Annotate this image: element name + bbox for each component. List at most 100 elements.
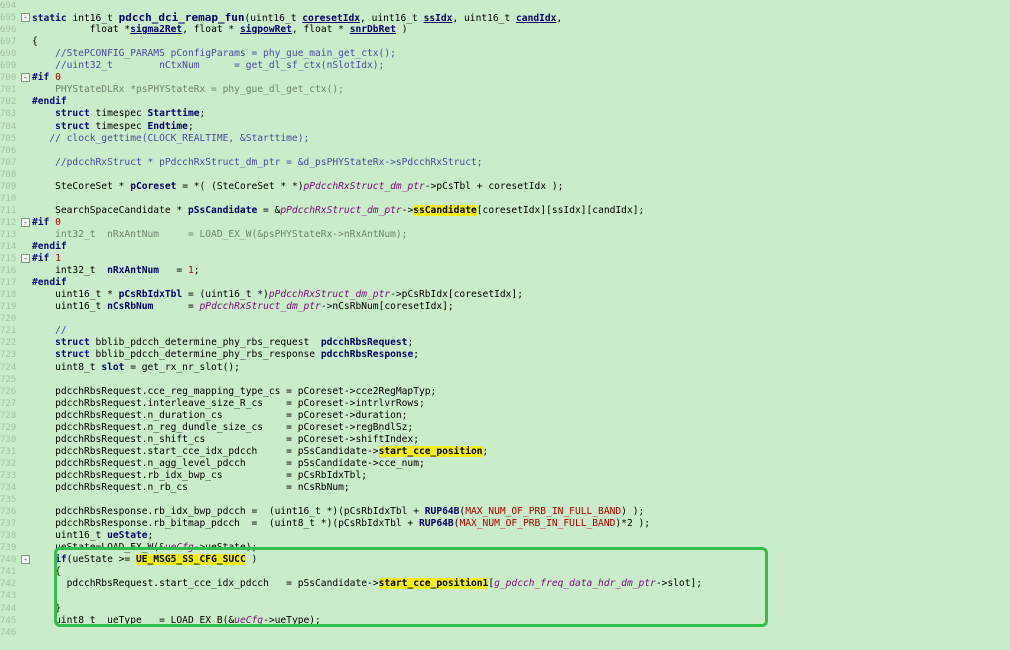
code-line[interactable]: 703 struct timespec Starttime; <box>0 108 1010 120</box>
code-line[interactable]: 746 <box>0 627 1010 639</box>
fold-toggle-icon[interactable]: - <box>21 254 30 264</box>
code-token: int32_t nRxAntNum = LOAD_EX_W(&psPHYStat… <box>32 228 408 240</box>
code-text: uint16_t * pCsRbIdxTbl = (uint16_t *)pPd… <box>32 289 523 301</box>
code-token: = <box>153 301 200 313</box>
code-line[interactable]: 707 //pdcchRxStruct * pPdcchRxStruct_dm_… <box>0 157 1010 169</box>
code-line[interactable]: 710 <box>0 193 1010 205</box>
code-token: #if <box>32 253 56 265</box>
code-line[interactable]: 714#endif <box>0 241 1010 253</box>
line-number: 741 <box>0 567 17 578</box>
line-number: 745 <box>0 615 17 626</box>
code-line[interactable]: 700-#if 0 <box>0 72 1010 84</box>
code-token: { <box>32 36 38 48</box>
code-line[interactable]: 709 SteCoreSet * pCoreset = *( (SteCoreS… <box>0 181 1010 193</box>
code-text: pdcchRbsRequest.start_cce_idx_pdcch = pS… <box>32 445 488 458</box>
code-line[interactable]: 726 pdcchRbsRequest.cce_reg_mapping_type… <box>0 386 1010 398</box>
code-token: , uint16_t <box>360 13 424 25</box>
code-line[interactable]: 701 PHYStateDLRx *psPHYStateRx = phy_gue… <box>0 84 1010 96</box>
code-line[interactable]: 706 <box>0 145 1010 157</box>
line-number: 715 <box>0 254 17 265</box>
code-text: //pdcchRxStruct * pPdcchRxStruct_dm_ptr … <box>32 157 482 169</box>
code-line[interactable]: 713 int32_t nRxAntNum = LOAD_EX_W(&psPHY… <box>0 229 1010 241</box>
code-line[interactable]: 735 <box>0 494 1010 506</box>
code-line[interactable]: 695-static int16_t pdcch_dci_remap_fun(u… <box>0 12 1010 25</box>
code-text: struct timespec Starttime; <box>32 108 205 120</box>
code-line[interactable]: 736 pdcchRbsResponse.rb_idx_bwp_pdcch = … <box>0 506 1010 518</box>
code-token: ; <box>193 265 200 277</box>
code-line[interactable]: 741 { <box>0 566 1010 578</box>
code-line[interactable]: 725 <box>0 374 1010 386</box>
code-line[interactable]: 721 // <box>0 325 1010 337</box>
code-line[interactable]: 719 uint16_t nCsRbNum = pPdcchRxStruct_d… <box>0 301 1010 313</box>
code-line[interactable]: 731 pdcchRbsRequest.start_cce_idx_pdcch … <box>0 445 1010 458</box>
code-line[interactable]: 720 <box>0 313 1010 325</box>
code-token: ssCandidate <box>413 204 477 216</box>
code-line[interactable]: 715-#if 1 <box>0 253 1010 265</box>
line-number: 717 <box>0 278 17 289</box>
code-text: SteCoreSet * pCoreset = *( (SteCoreSet *… <box>32 181 563 193</box>
code-line[interactable]: 708 <box>0 169 1010 181</box>
line-number: 746 <box>0 627 17 638</box>
code-line[interactable]: 740- if(ueState >= UE_MSG5_SS_CFG_SUCC ) <box>0 554 1010 566</box>
code-token: 0 <box>55 72 61 84</box>
code-text: #endif <box>32 96 67 108</box>
fold-toggle-icon[interactable]: - <box>21 73 30 83</box>
code-line[interactable]: 733 pdcchRbsRequest.rb_idx_bwp_cs = pCsR… <box>0 470 1010 482</box>
code-token: if <box>55 554 67 566</box>
code-line[interactable]: 734 pdcchRbsRequest.n_rb_cs = nCsRbNum; <box>0 482 1010 494</box>
code-line[interactable]: 702#endif <box>0 96 1010 108</box>
code-line[interactable]: 698 //StePCONFIG_PARAMS pConfigParams = … <box>0 48 1010 60</box>
code-text: PHYStateDLRx *psPHYStateRx = phy_gue_dl_… <box>32 84 344 96</box>
code-text: uint16_t nCsRbNum = pPdcchRxStruct_dm_pt… <box>32 301 454 313</box>
code-line[interactable]: 745 uint8_t ueType = LOAD_EX_B(&ueCfg->u… <box>0 615 1010 627</box>
code-line[interactable]: 742 pdcchRbsRequest.start_cce_idx_pdcch … <box>0 578 1010 590</box>
code-token: ->ueType); <box>263 614 321 626</box>
code-text: { <box>32 36 38 48</box>
code-token: ->pCsTbl + coresetIdx ); <box>424 180 564 192</box>
code-line[interactable]: 744 } <box>0 603 1010 615</box>
code-line[interactable]: 729 pdcchRbsRequest.n_reg_dundle_size_cs… <box>0 422 1010 434</box>
code-token: ) <box>245 554 258 566</box>
code-token: [coresetIdx][ssIdx][candIdx]; <box>476 204 645 216</box>
code-token: , float * <box>291 24 350 36</box>
code-token: uint8_t ueType = LOAD_EX_B(& <box>32 614 235 626</box>
code-line[interactable]: 732 pdcchRbsRequest.n_agg_level_pdcch = … <box>0 458 1010 470</box>
code-line[interactable]: 723 struct bblib_pdcch_determine_phy_rbs… <box>0 349 1010 361</box>
code-line[interactable]: 716 int32_t nRxAntNum = 1; <box>0 265 1010 277</box>
code-line[interactable]: 694 <box>0 0 1010 12</box>
code-line[interactable]: 722 struct bblib_pdcch_determine_phy_rbs… <box>0 337 1010 349</box>
code-token: coresetIdx <box>302 13 361 25</box>
code-line[interactable]: 728 pdcchRbsRequest.n_duration_cs = pCor… <box>0 410 1010 422</box>
code-token: start_cce_position <box>378 445 483 457</box>
code-line[interactable]: 705 // clock_gettime(CLOCK_REALTIME, &St… <box>0 133 1010 145</box>
line-number: 742 <box>0 579 17 590</box>
code-token: ->slot]; <box>655 578 703 590</box>
code-token: )*2 ); <box>615 518 651 530</box>
code-line[interactable]: 704 struct timespec Endtime; <box>0 121 1010 133</box>
fold-toggle-icon[interactable]: - <box>21 13 30 23</box>
line-number: 736 <box>0 507 17 518</box>
code-line[interactable]: 730 pdcchRbsRequest.n_shift_cs = pCorese… <box>0 434 1010 446</box>
code-token <box>32 108 55 119</box>
code-line[interactable]: 717#endif <box>0 277 1010 289</box>
code-line[interactable]: 711 SearchSpaceCandidate * pSsCandidate … <box>0 204 1010 217</box>
line-number: 722 <box>0 338 17 349</box>
line-number: 732 <box>0 458 17 469</box>
code-line[interactable]: 738 uint16_t ueState; <box>0 530 1010 542</box>
code-token: -> <box>401 204 414 216</box>
code-line[interactable]: 718 uint16_t * pCsRbIdxTbl = (uint16_t *… <box>0 289 1010 301</box>
fold-toggle-icon[interactable]: - <box>21 555 30 565</box>
code-line[interactable]: 724 uint8_t slot = get_rx_nr_slot(); <box>0 362 1010 374</box>
code-line[interactable]: 743 <box>0 590 1010 602</box>
line-number: 699 <box>0 61 17 72</box>
code-line[interactable]: 697{ <box>0 36 1010 48</box>
code-line[interactable]: 696 float *sigma2Ret, float * sigpowRet,… <box>0 24 1010 36</box>
code-line[interactable]: 712-#if 0 <box>0 217 1010 229</box>
fold-toggle-icon[interactable]: - <box>21 217 30 227</box>
code-text: uint16_t ueState; <box>32 530 153 542</box>
code-token: ) <box>395 24 408 36</box>
code-line[interactable]: 727 pdcchRbsRequest.interleave_size_R_cs… <box>0 398 1010 410</box>
code-line[interactable]: 699 //uint32_t nCtxNum = get_dl_sf_ctx(n… <box>0 60 1010 72</box>
code-line[interactable]: 737 pdcchRbsResponse.rb_bitmap_pdcch = (… <box>0 518 1010 530</box>
